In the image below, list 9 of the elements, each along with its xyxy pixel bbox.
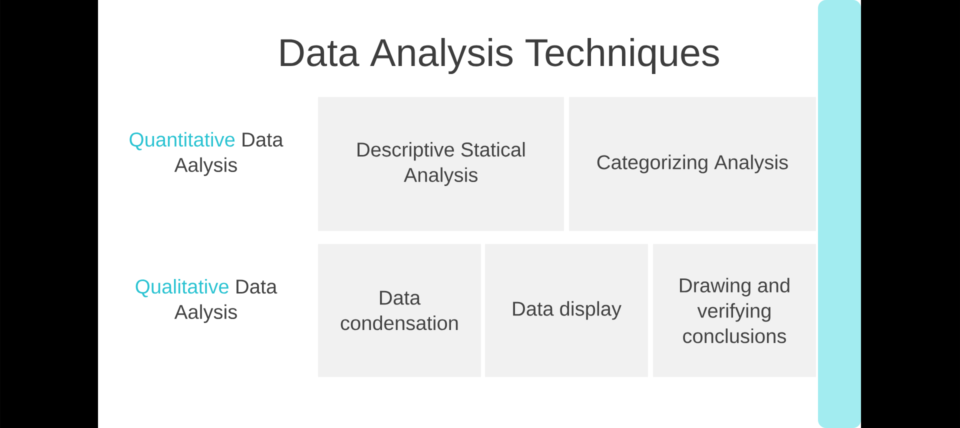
category-box: Descriptive Statical Analysis	[318, 97, 564, 231]
row-label: Quantitative Data Aalysis	[130, 132, 284, 176]
category-box: Data condensation	[318, 244, 481, 377]
title: Data Analysis Techniques	[280, 38, 719, 74]
row-label: Qualitative Data Aalysis	[136, 279, 278, 323]
side-bar	[818, 0, 861, 428]
category-box: Categorizing Analysis	[569, 97, 816, 231]
category-box: Drawing and verifying conclusions	[653, 244, 816, 377]
category-box: Data display	[485, 244, 648, 377]
